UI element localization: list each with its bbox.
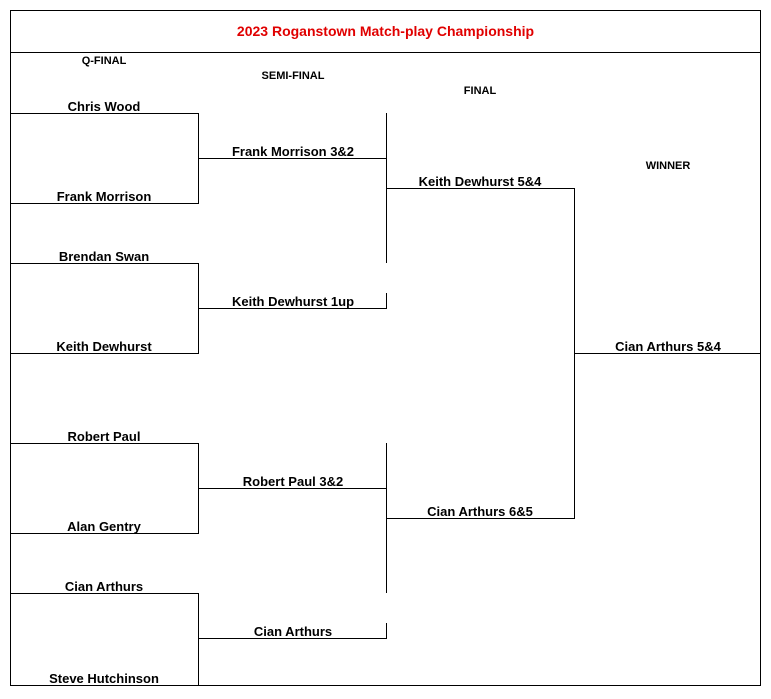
bracket-frame [10,10,761,686]
header-final: FINAL [463,85,497,97]
winner-line [574,353,761,354]
qf-line-5 [10,443,199,444]
sf-line-4 [198,638,387,639]
title-bar: 2023 Roganstown Match-play Championship [10,10,761,53]
sf-result-4: Cian Arthurs [253,624,333,639]
sf-line-2 [198,308,387,309]
sf-result-1: Frank Morrison 3&2 [231,144,355,159]
sf-connector-2b [386,623,387,639]
qf-player-3: Brendan Swan [58,249,150,264]
qf-player-6: Alan Gentry [67,519,141,534]
qf-line-2 [10,203,199,204]
qf-connector-4 [198,593,199,686]
qf-player-7: Cian Arthurs [64,579,144,594]
sf-result-2: Keith Dewhurst 1up [231,294,355,309]
sf-line-3 [198,488,387,489]
qf-player-2: Frank Morrison [56,189,152,204]
final-line-2 [386,518,575,519]
qf-player-8: Steve Hutchinson [49,671,159,686]
sf-connector-1b [386,293,387,309]
page-title: 2023 Roganstown Match-play Championship [236,23,535,39]
final-result-2: Cian Arthurs 6&5 [427,504,533,519]
qf-line-1 [10,113,199,114]
final-line-1 [386,188,575,189]
sf-line-1 [198,158,387,159]
qf-line-6 [10,533,199,534]
qf-line-3 [10,263,199,264]
final-result-1: Keith Dewhurst 5&4 [418,174,542,189]
qf-line-7 [10,593,199,594]
header-semi-final: SEMI-FINAL [261,70,325,82]
header-winner: WINNER [645,160,691,172]
qf-line-4 [10,353,199,354]
winner-result: Cian Arthurs 5&4 [615,339,721,354]
header-quarter-final: Q-FINAL [81,55,127,67]
qf-player-4: Keith Dewhurst [56,339,152,354]
sf-result-3: Robert Paul 3&2 [242,474,344,489]
qf-player-5: Robert Paul [67,429,141,444]
qf-player-1: Chris Wood [67,99,141,114]
